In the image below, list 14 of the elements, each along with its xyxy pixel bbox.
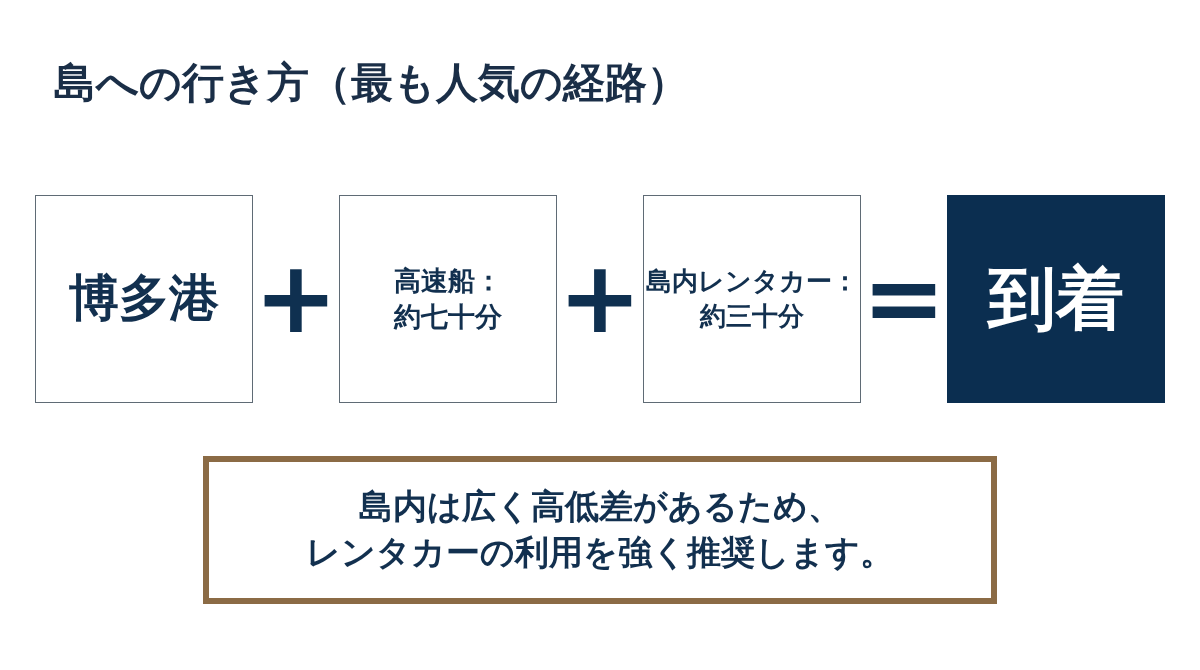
note-box [203,456,997,604]
step-box [35,195,253,403]
step-box [643,195,861,403]
note-text: 島内は広く高低差があるため、レンタカーの利用を強く推奨します。 [305,485,895,574]
box-label: 博多港 [69,268,219,330]
equals-sign: = [862,248,946,348]
page-title: 島への行き方（最も人気の経路） [54,58,689,109]
box-label: 到着 [988,258,1124,341]
step-box [339,195,557,403]
result-box [947,195,1165,403]
box-label: 島内レンタカー：約三十分 [645,264,859,333]
plus-sign: + [558,248,642,348]
box-label: 高速船：約七十分 [392,263,503,334]
plus-sign: + [254,248,338,348]
